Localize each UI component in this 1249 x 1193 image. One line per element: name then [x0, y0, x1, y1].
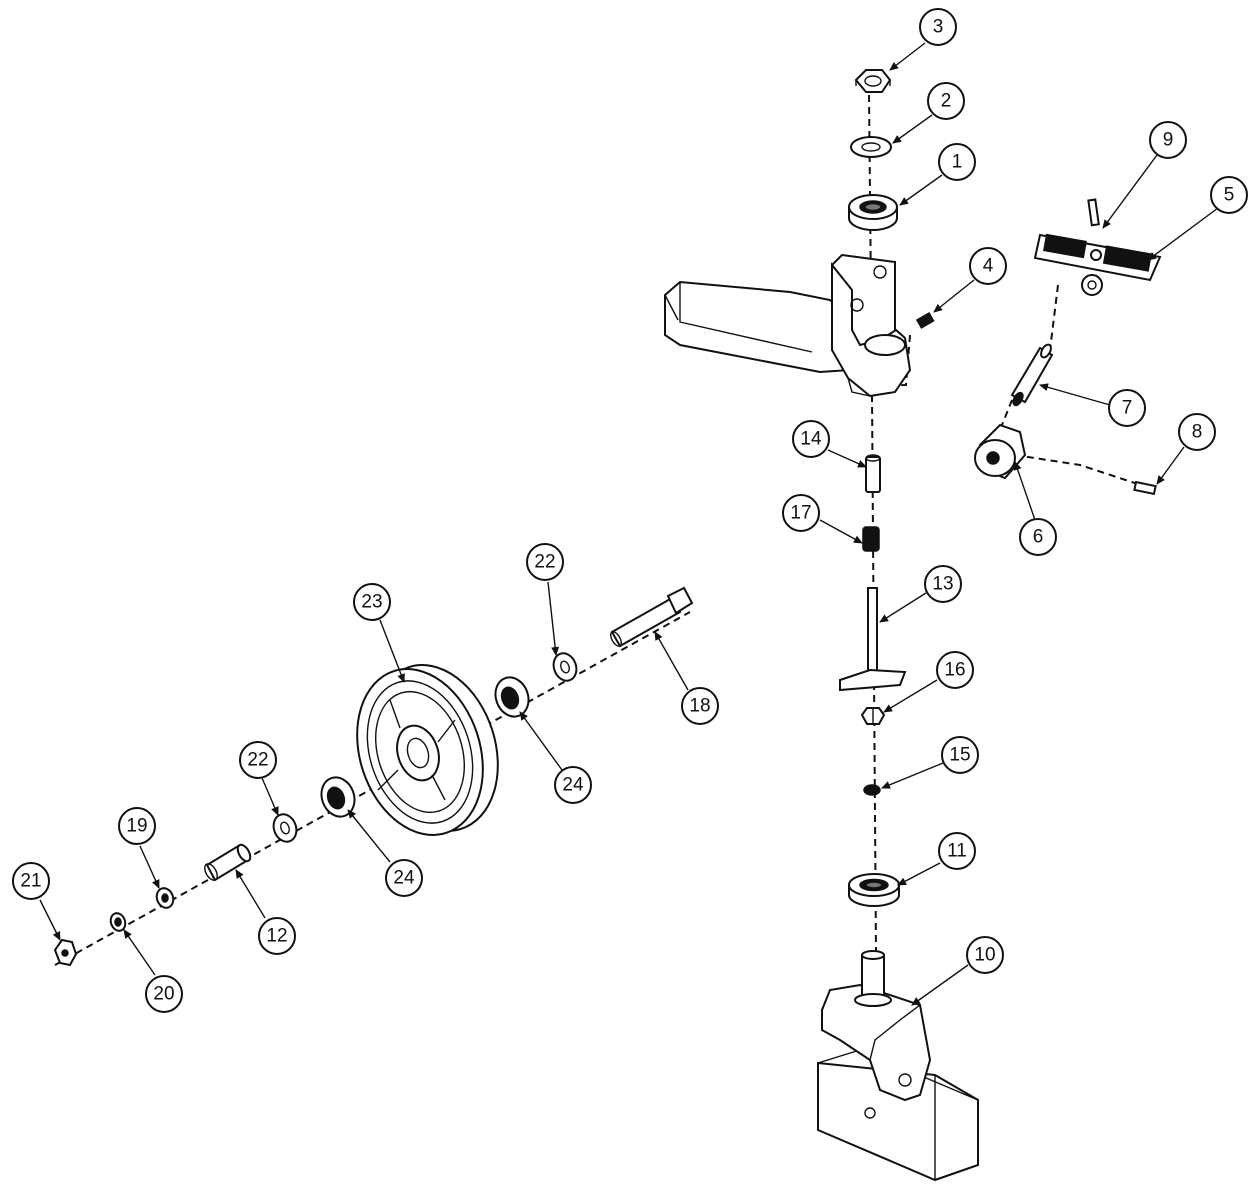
spacer-part-12: [204, 843, 252, 882]
balloon-22-lower: 22: [239, 741, 277, 779]
balloon-17: 17: [782, 494, 820, 532]
svg-text:8: 8: [1192, 422, 1203, 443]
balloon-7: 7: [1108, 389, 1146, 427]
set-screw-part-4: [915, 312, 935, 329]
svg-text:14: 14: [800, 429, 822, 450]
bearing-part-1: [848, 194, 898, 231]
svg-text:17: 17: [790, 503, 811, 524]
axle-bolt-part-18: [610, 586, 694, 648]
balloon-5: 5: [1210, 176, 1248, 214]
balloon-9: 9: [1149, 121, 1187, 159]
svg-text:22: 22: [534, 552, 555, 573]
spring-part-17: [862, 526, 880, 552]
nut-part-21: [53, 938, 78, 967]
svg-text:6: 6: [1033, 527, 1044, 548]
svg-text:3: 3: [933, 17, 944, 38]
svg-text:22: 22: [247, 750, 268, 771]
washer-part-22-upper: [552, 652, 578, 682]
svg-text:15: 15: [949, 745, 970, 766]
balloon-18: 18: [681, 687, 719, 725]
svg-text:1: 1: [952, 152, 963, 173]
svg-text:23: 23: [361, 592, 382, 613]
nut-part-16: [860, 707, 886, 725]
bearing-part-24-upper: [494, 676, 530, 718]
balloon-16: 16: [936, 651, 974, 689]
svg-text:9: 9: [1163, 130, 1174, 151]
balloon-6: 6: [1019, 518, 1057, 556]
svg-text:7: 7: [1122, 398, 1133, 419]
balloon-14: 14: [792, 420, 830, 458]
svg-text:5: 5: [1224, 185, 1235, 206]
balloon-12: 12: [258, 917, 296, 955]
svg-text:4: 4: [983, 256, 994, 277]
sleeve-part-7: [1010, 343, 1054, 407]
bearing-part-11: [848, 873, 900, 907]
pedal-part-5: [1033, 233, 1162, 296]
balloon-23: 23: [353, 583, 391, 621]
top-housing: [664, 253, 912, 398]
balloon-1: 1: [938, 143, 976, 181]
svg-text:21: 21: [20, 871, 41, 892]
svg-text:18: 18: [689, 696, 710, 717]
washer-part-19: [155, 887, 175, 909]
balloon-10: 10: [966, 936, 1004, 974]
wheel-part-23: [356, 664, 499, 836]
balloon-24-upper: 24: [554, 766, 592, 804]
balloon-21: 21: [12, 862, 50, 900]
washer-part-22-lower: [272, 813, 298, 843]
leader-lines: [39, 42, 1219, 1006]
balloon-4: 4: [969, 247, 1007, 285]
svg-text:13: 13: [932, 574, 953, 595]
screw-part-15: [863, 784, 881, 796]
svg-text:12: 12: [266, 926, 287, 947]
balloon-11: 11: [938, 832, 976, 870]
balloon-20: 20: [145, 975, 183, 1013]
balloon-19: 19: [118, 807, 156, 845]
balloon-24-lower: 24: [385, 859, 423, 897]
bearing-part-24-lower: [320, 776, 356, 818]
base-part-10: [817, 950, 979, 1182]
svg-text:11: 11: [947, 841, 967, 862]
bolt-part-8: [1133, 480, 1157, 496]
svg-text:20: 20: [153, 984, 174, 1005]
balloon-8: 8: [1178, 413, 1216, 451]
balloon-2: 2: [927, 82, 965, 120]
brake-rod-part-13: [839, 587, 907, 692]
svg-text:19: 19: [126, 816, 147, 837]
svg-text:16: 16: [944, 660, 965, 681]
balloon-22-upper: 22: [526, 543, 564, 581]
washer-part-20: [109, 912, 127, 932]
svg-text:24: 24: [562, 775, 584, 796]
hex-nut-part-3: [854, 69, 892, 93]
pin-part-14: [865, 454, 881, 493]
pin-part-9: [1087, 198, 1100, 227]
svg-text:2: 2: [941, 91, 952, 112]
washer-part-2: [850, 136, 892, 158]
balloon-13: 13: [924, 565, 962, 603]
balloon-3: 3: [919, 8, 957, 46]
vertical-axis-lines: [868, 94, 1151, 956]
svg-text:10: 10: [974, 945, 995, 966]
balloon-15: 15: [941, 736, 979, 774]
svg-text:24: 24: [393, 868, 415, 889]
cam-part-6: [974, 423, 1027, 480]
